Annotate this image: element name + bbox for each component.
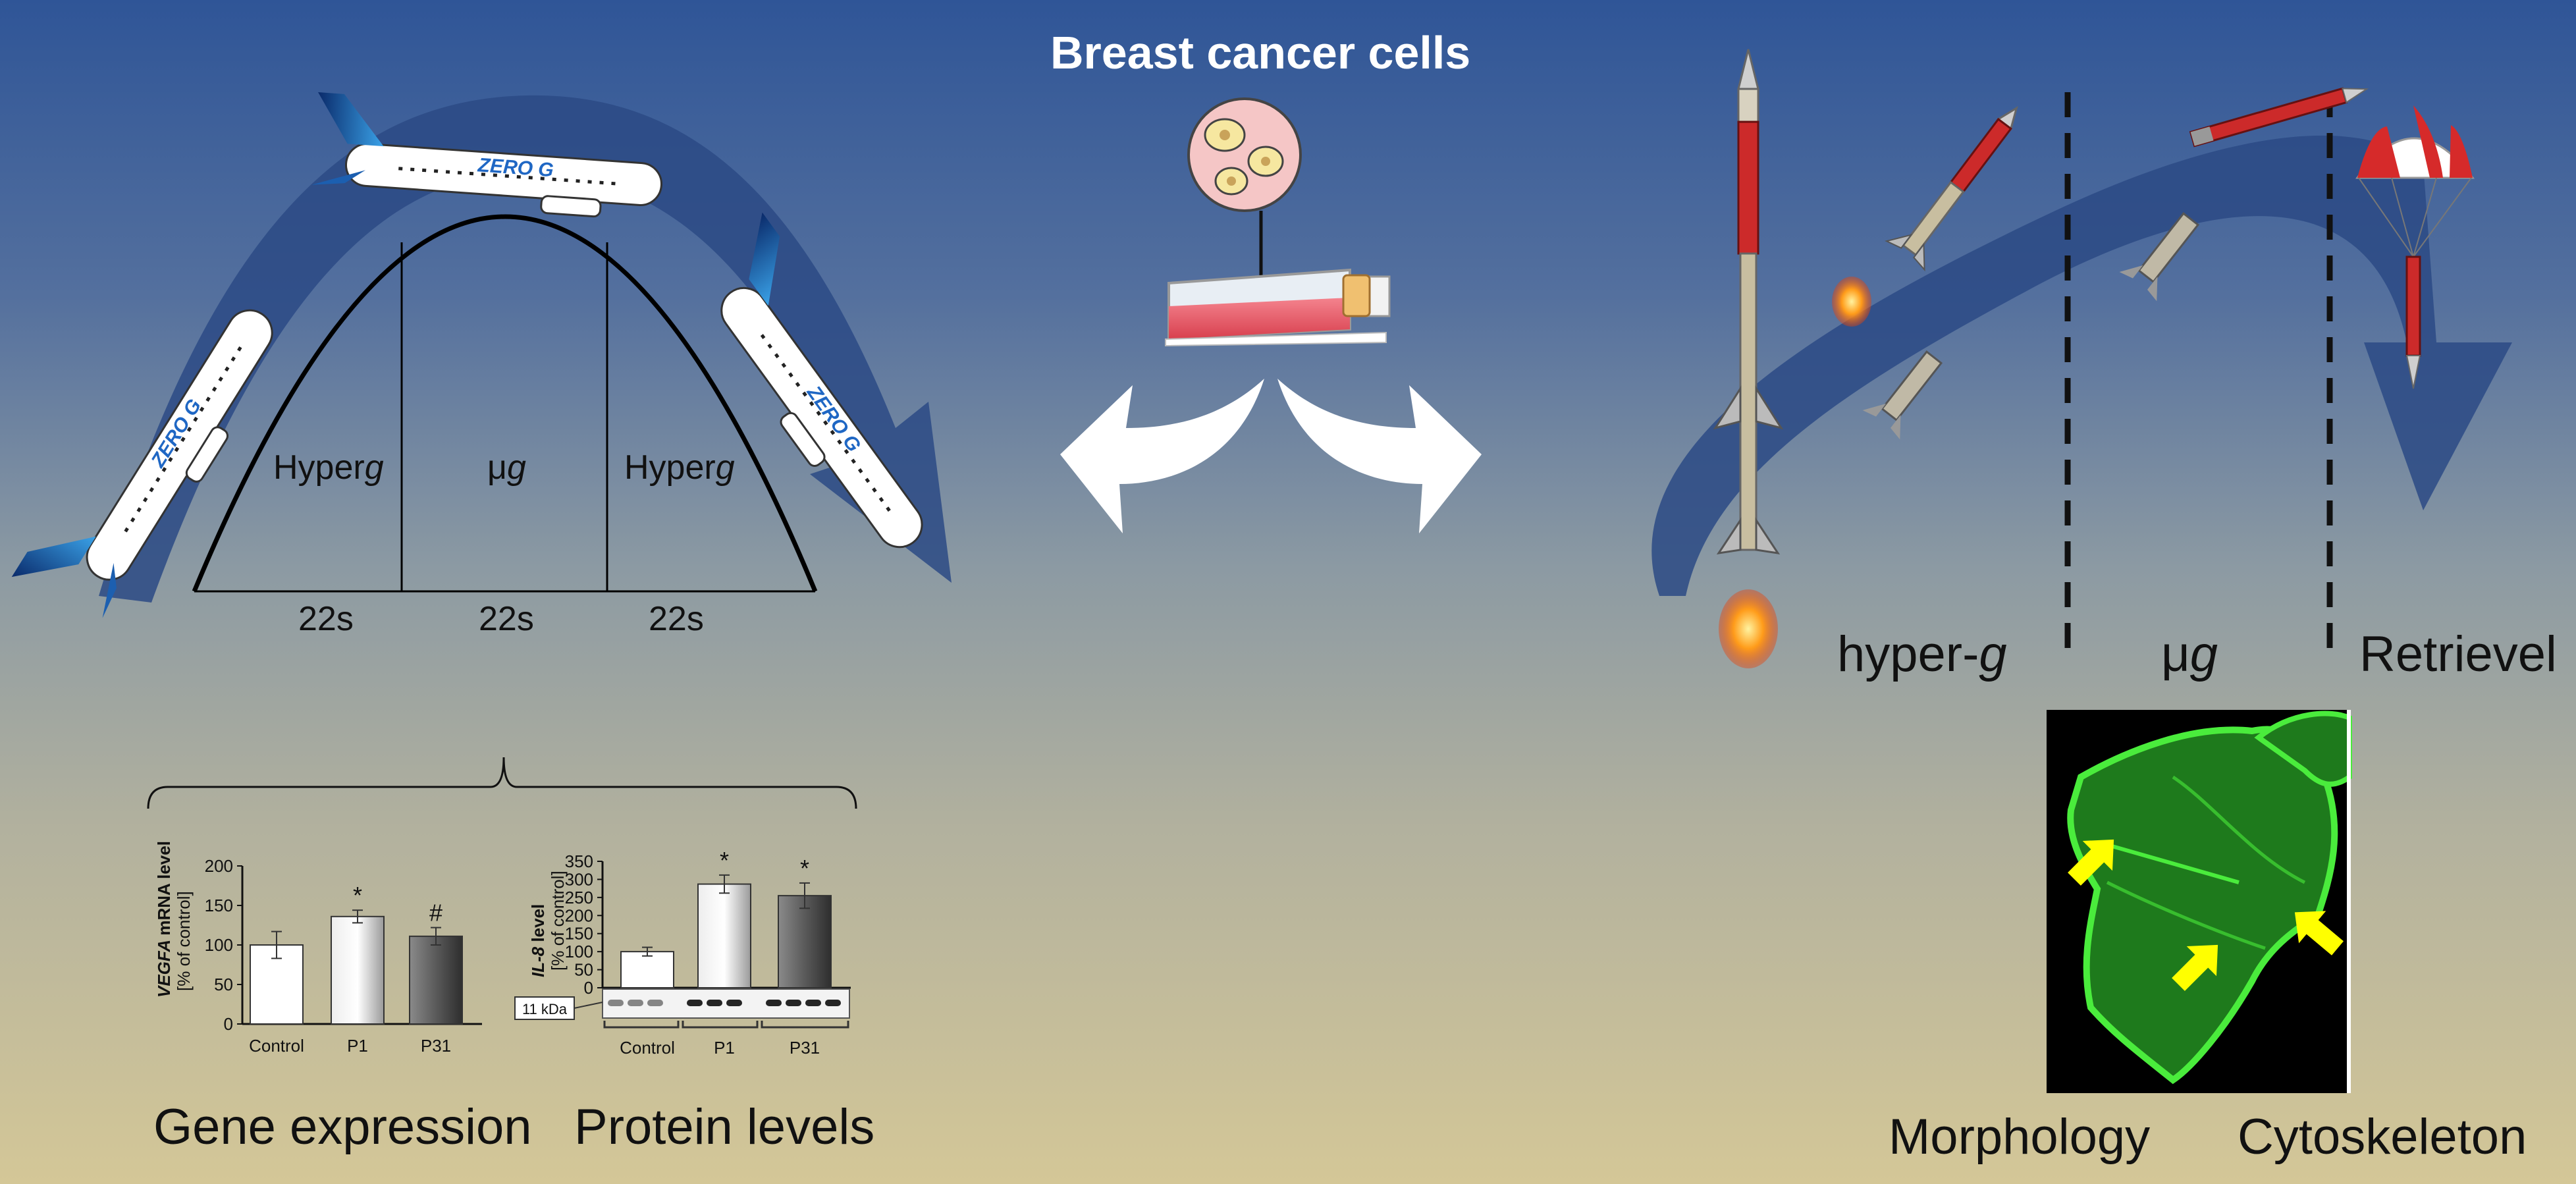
- culture-flask-icon: [1165, 268, 1391, 347]
- blot-band: [608, 1000, 624, 1006]
- blot-size-label: 11 kDa: [522, 1001, 568, 1017]
- y-axis-sublabel: [% of control]: [174, 891, 194, 991]
- duration-label-3: 22s: [649, 600, 704, 638]
- category-label: Control: [620, 1038, 675, 1058]
- gene-expression-label: Gene expression: [153, 1099, 532, 1155]
- y-tick-label: 150: [565, 924, 593, 944]
- blot-band: [825, 1000, 841, 1006]
- category-label: P1: [347, 1036, 368, 1056]
- blot-band: [766, 1000, 782, 1006]
- significance-mark: *: [720, 847, 729, 874]
- rocket-icon: [1885, 106, 2018, 272]
- y-tick-label: 100: [205, 935, 233, 955]
- protein-levels-label: Protein levels: [574, 1099, 875, 1155]
- split-arrow-right-icon: [1277, 379, 1482, 533]
- y-tick-label: 50: [574, 960, 593, 980]
- marker-arrow-icon: [2294, 911, 2344, 955]
- morphology-label: Morphology: [1889, 1109, 2151, 1165]
- bar: [409, 935, 463, 1025]
- parachute-icon: [2355, 105, 2475, 389]
- y-tick-label: 300: [565, 869, 593, 889]
- engine-fire-icon: [1832, 277, 1871, 327]
- y-tick-label: 150: [205, 896, 233, 915]
- duration-label-1: 22s: [298, 600, 354, 638]
- y-tick-label: 0: [224, 1014, 233, 1034]
- spent-stage-icon: [2119, 211, 2200, 302]
- rocket-phase-microg: μg: [2161, 626, 2218, 682]
- y-tick-label: 50: [214, 975, 233, 994]
- grouping-brace: [147, 757, 857, 809]
- significance-mark: *: [800, 855, 809, 882]
- category-label: P1: [714, 1038, 735, 1058]
- trajectory-arrow: [1651, 135, 2512, 596]
- blot-band: [628, 1000, 643, 1006]
- y-tick-label: 200: [205, 856, 233, 876]
- spent-stage-icon: [1862, 350, 1943, 440]
- y-axis-label: VEGFA mRNA level: [154, 841, 174, 998]
- category-label: P31: [790, 1038, 820, 1058]
- duration-label-2: 22s: [479, 600, 534, 638]
- rocket-phase-hyperg: hyper-g: [1837, 626, 2007, 682]
- blot-band: [786, 1000, 801, 1006]
- flight-path-arrow: [99, 95, 952, 603]
- blot-band: [726, 1000, 742, 1006]
- blot-band: [707, 1000, 722, 1006]
- cytoskeleton-micrograph: [2047, 710, 2352, 1093]
- parabola-curve: [192, 214, 818, 593]
- western-blot-strip: [514, 988, 850, 1029]
- marker-arrow-icon: [2172, 944, 2218, 991]
- y-tick-label: 350: [565, 851, 593, 871]
- split-arrow-left-icon: [1060, 379, 1264, 533]
- category-label: P31: [421, 1036, 451, 1056]
- bar: [778, 895, 832, 988]
- rocket-phase-retrieval: Retrievel: [2359, 626, 2557, 682]
- vegfa-bar-chart: 0 50 100 150 200 VEGFA mRNA level[% of contro…: [154, 841, 482, 1056]
- bar: [620, 951, 674, 988]
- airplane-icon: ZERO G: [311, 92, 662, 218]
- page-title: Breast cancer cells: [1050, 27, 1471, 78]
- blot-band: [687, 1000, 703, 1006]
- y-tick-label: 100: [565, 942, 593, 961]
- rocket-icon: [1713, 49, 1784, 668]
- y-axis-label: IL-8 level: [528, 904, 548, 977]
- y-tick-label: 0: [584, 978, 593, 998]
- phase-label-microg: μg: [487, 448, 526, 487]
- marker-arrow-icon: [2068, 839, 2114, 886]
- category-label: Control: [249, 1036, 304, 1056]
- blot-band: [647, 1000, 663, 1006]
- payload-capsule-icon: [2189, 87, 2369, 148]
- petri-dish-icon: [1187, 97, 1302, 311]
- cytoskeleton-label: Cytoskeleton: [2238, 1109, 2527, 1165]
- significance-mark: *: [353, 882, 362, 909]
- svg-text:ZERO G: ZERO G: [477, 154, 554, 181]
- y-axis-sublabel: [% of control]: [548, 871, 568, 971]
- bar: [697, 883, 751, 989]
- y-tick-label: 200: [565, 905, 593, 925]
- y-tick-label: 250: [565, 888, 593, 907]
- phase-label-hyperg-1: Hyperg: [273, 448, 384, 487]
- blot-band: [805, 1000, 821, 1006]
- bar: [331, 915, 385, 1025]
- significance-mark: #: [429, 900, 443, 927]
- phase-label-hyperg-2: Hyperg: [624, 448, 735, 487]
